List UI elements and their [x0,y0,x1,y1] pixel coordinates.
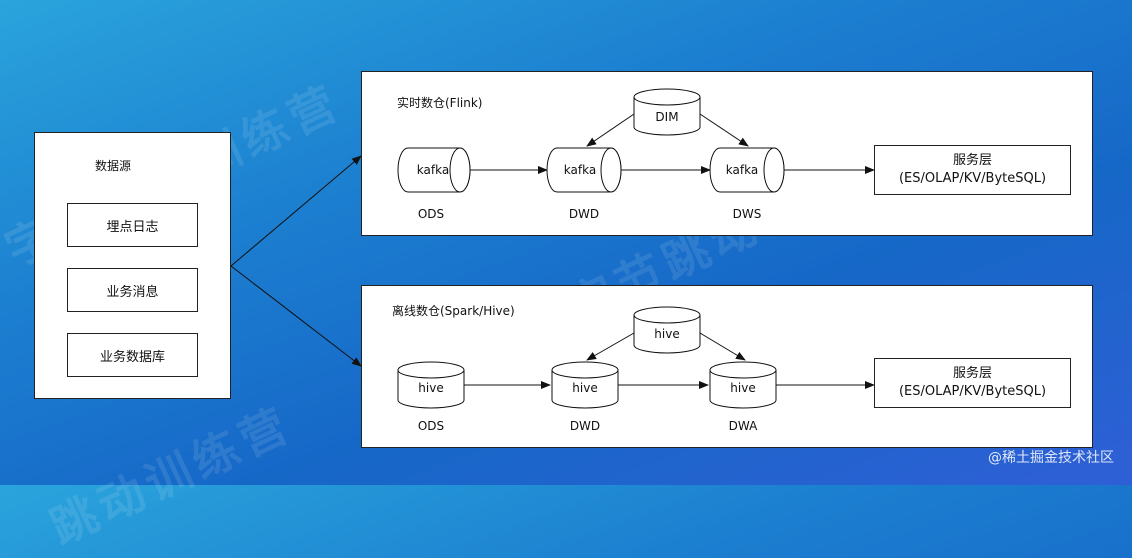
layer-label-dws: DWS [732,207,762,221]
kafka-label-dwd: kafka [563,163,597,177]
footer-credit: @稀土掘金技术社区 [988,450,1114,466]
kafka-label-dws: kafka [725,163,759,177]
watermark: 跳动训练营 [42,396,301,556]
realtime-title: 实时数仓(Flink) [397,96,483,110]
source-item-business-db: 业务数据库 [67,333,198,377]
realtime-service-layer: 服务层 (ES/OLAP/KV/ByteSQL) [874,145,1071,195]
hive-dim-label: hive [654,327,680,341]
data-source-title: 数据源 [95,159,132,173]
off-layer-label-dwd: DWD [569,419,601,433]
realtime-service-label: 服务层 (ES/OLAP/KV/ByteSQL) [898,153,1047,186]
off-layer-label-ods: ODS [417,419,445,433]
source-item-tracking-log: 埋点日志 [67,203,198,247]
layer-label-dwd: DWD [568,207,600,221]
data-source-panel: 数据源 埋点日志 业务消息 业务数据库 [34,132,231,399]
offline-service-layer: 服务层 (ES/OLAP/KV/ByteSQL) [874,358,1071,408]
hive-label-dwa: hive [730,381,756,395]
dim-label: DIM [655,110,679,124]
off-layer-label-dwa: DWA [728,419,758,433]
layer-label-ods: ODS [417,207,445,221]
hive-label-dwd: hive [572,381,598,395]
offline-title: 离线数仓(Spark/Hive) [392,304,515,318]
arrow-source-to-realtime [230,155,362,267]
source-item-business-message: 业务消息 [67,268,198,312]
hive-label-ods: hive [418,381,444,395]
kafka-label-ods: kafka [416,163,450,177]
arrow-source-to-offline [230,265,362,367]
offline-service-label: 服务层 (ES/OLAP/KV/ByteSQL) [898,366,1047,399]
